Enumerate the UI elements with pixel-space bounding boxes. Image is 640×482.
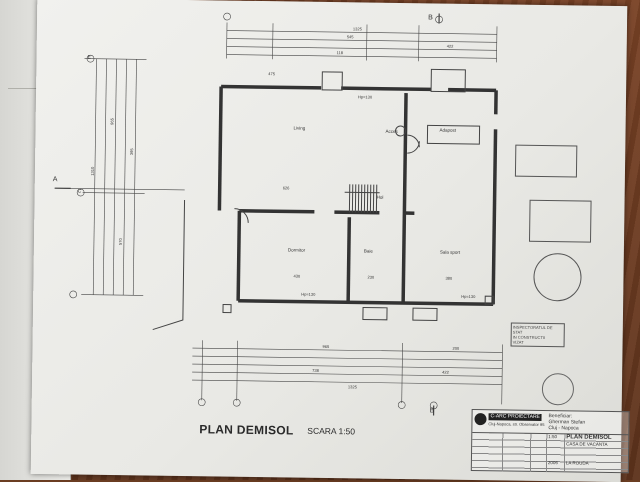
dimension-bottom-b: 200 — [452, 346, 459, 351]
dimension-bottom-overall: 1325 — [348, 384, 357, 389]
dimension-hp-1: Hp=130 — [358, 94, 372, 99]
axis-label-a: A — [53, 176, 58, 183]
room-label-living: Living — [294, 125, 306, 130]
dimension-left-overall: 1310 — [90, 167, 95, 176]
company-address: Cluj-Napoca, str. Observator 95 — [488, 421, 544, 427]
room-label-hol: Hol — [377, 195, 384, 200]
axis-label-b-top: B — [428, 14, 433, 21]
company-logo-icon — [474, 413, 486, 425]
drawing-scale: SCARA 1:50 — [307, 426, 355, 437]
dimension-bottom-a: 965 — [322, 344, 329, 349]
room-label-baie: Baie — [364, 248, 373, 253]
dimension-left-c: 395 — [129, 148, 134, 155]
floor-plan-sheet: A B B E C 1325 545 422 118 475 965 200 7… — [31, 0, 628, 482]
dimension-top-overall: 1325 — [353, 26, 362, 31]
axis-label-e: E — [87, 55, 90, 61]
dimension-top-b: 422 — [447, 44, 454, 49]
dimension-hp-2: Hp=130 — [301, 292, 315, 297]
dimension-bottom-d: 422 — [442, 370, 449, 375]
title-block-place: LA ROUDA — [566, 460, 589, 465]
dimension-sport-width: 380 — [445, 276, 452, 281]
dimension-top-a: 545 — [347, 34, 354, 39]
dimension-left-a: 965 — [109, 118, 114, 125]
approval-stamp: INSPECTORATUL DE STAT IN CONSTRUCTII VIZ… — [511, 323, 565, 348]
dimension-top-d: 475 — [268, 71, 275, 76]
dimension-bottom-c: 738 — [312, 368, 319, 373]
dimension-left-b: 570 — [118, 238, 123, 245]
axis-label-b: B — [430, 407, 435, 414]
drawing-title: PLAN DEMISOL — [199, 422, 293, 437]
title-block-plan-name: PLAN DEMISOL — [566, 434, 611, 441]
beneficiary-info: Beneficiar: Gherman Stefan Cluj - Napoca — [548, 413, 585, 432]
dimension-hp-3: Hp=130 — [461, 294, 475, 299]
title-block: C-ARC PROIECTARE Cluj-Napoca, str. Obser… — [471, 409, 630, 473]
axis-label-c: C — [78, 188, 82, 194]
rectangular-stamp-2 — [529, 200, 592, 243]
room-label-sala-sport: Sala sport — [440, 250, 460, 255]
stamp-line-3: VIZAT — [513, 340, 563, 346]
rectangular-stamp — [515, 145, 577, 178]
dimension-dormitor-width: 430 — [293, 274, 300, 279]
dimension-top-c: 118 — [337, 50, 343, 55]
room-label-acces: Acces — [385, 129, 397, 134]
stamp-line-1: INSPECTORATUL DE STAT — [513, 325, 563, 336]
title-block-year: 2006 — [548, 460, 558, 465]
room-label-adapost: Adapost — [440, 128, 457, 133]
dimension-living-width: 626 — [283, 185, 290, 190]
beneficiary-location: Cluj - Napoca — [548, 425, 585, 432]
title-block-scale: 1:50 — [548, 434, 557, 439]
dimension-baie-width: 230 — [367, 275, 374, 280]
room-label-dormitor: Dormitor — [288, 247, 305, 252]
title-block-project: CASA DE VACANTA — [566, 441, 607, 447]
company-name: C-ARC PROIECTARE — [488, 413, 541, 421]
